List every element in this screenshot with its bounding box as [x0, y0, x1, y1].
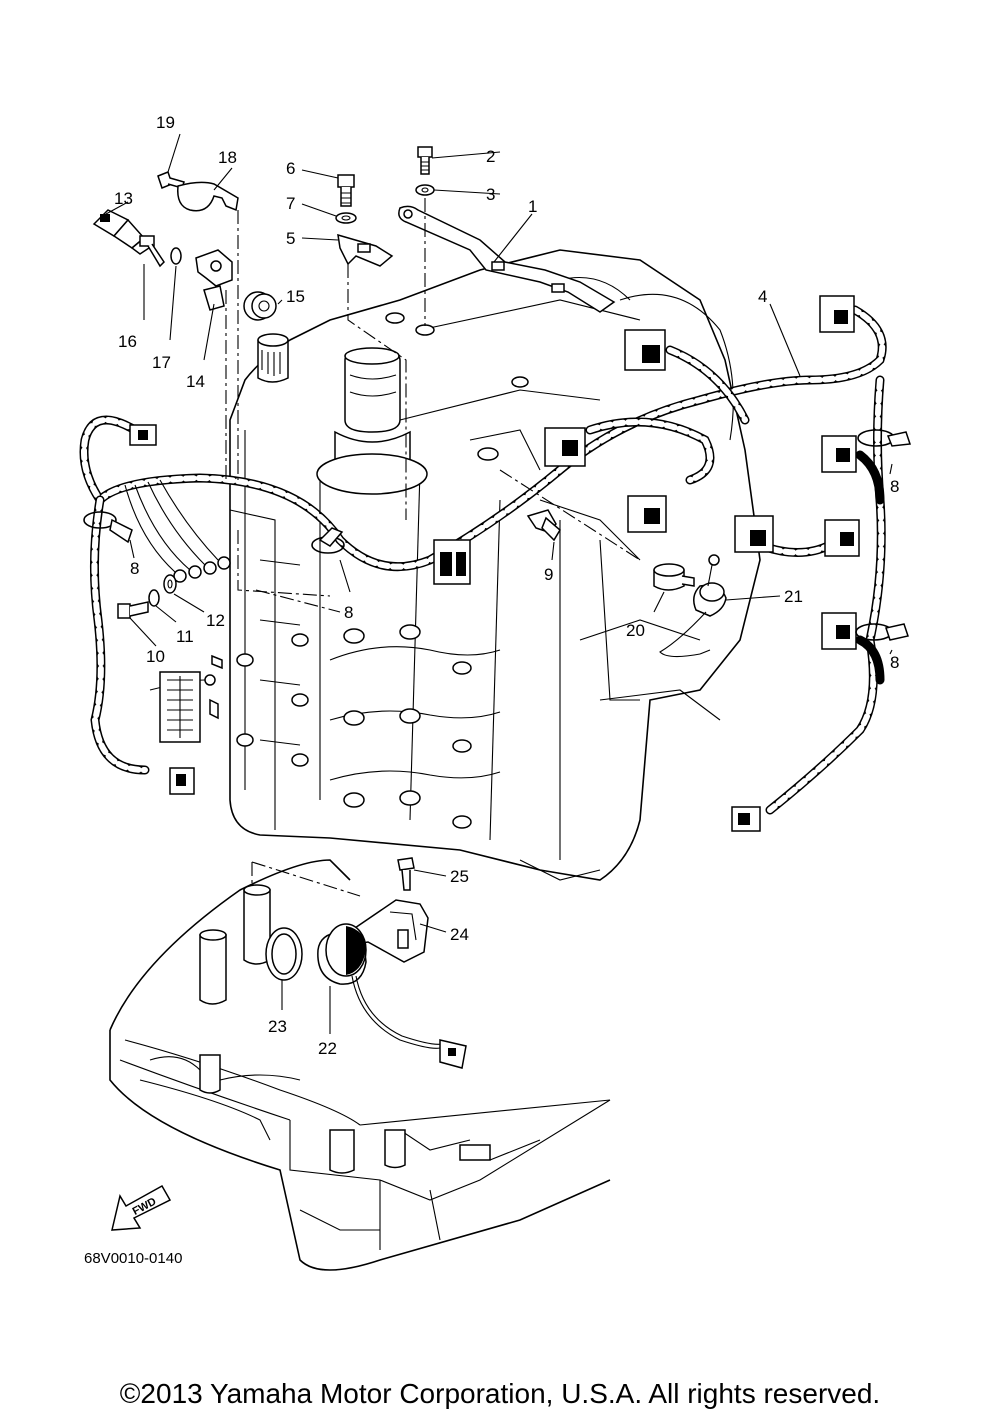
part-1-bracket: [398, 205, 616, 313]
callout-2: 2: [486, 147, 495, 166]
callout-13: 13: [114, 189, 133, 208]
callout-23: 23: [268, 1017, 287, 1036]
callout-21: 21: [784, 587, 803, 606]
connectors: [129, 295, 860, 832]
callout-7: 7: [286, 194, 295, 213]
callout-17: 17: [152, 353, 171, 372]
callout-4: 4: [758, 287, 767, 306]
part-20-switch: [653, 563, 695, 591]
part-21-sensor: [659, 554, 727, 658]
callout-18: 18: [218, 148, 237, 167]
callout-8c: 8: [890, 477, 899, 496]
part-25-bolt: [397, 857, 415, 891]
part-11-washer: [148, 589, 160, 607]
callout-8a: 8: [130, 559, 139, 578]
part-12-spacer: [163, 574, 177, 594]
part-10-bolt: [117, 601, 149, 619]
part-3-washer: [415, 184, 435, 196]
callout-11: 11: [176, 627, 194, 646]
leader-lines: [105, 133, 893, 1034]
part-19-bolt: [157, 171, 185, 189]
callout-19: 19: [156, 113, 175, 132]
callout-24: 24: [450, 925, 469, 944]
callout-15: 15: [286, 287, 305, 306]
callout-3: 3: [486, 185, 495, 204]
callout-10: 10: [146, 647, 165, 666]
exploded-parts-diagram: FWD 1 2 3 4 5 6 7 8 8 8 8 9 10 11 12 13 …: [79, 113, 912, 1271]
callout-labels: 1 2 3 4 5 6 7 8 8 8 8 9 10 11 12 13 14 1…: [114, 113, 899, 1058]
callout-6: 6: [286, 159, 295, 178]
part-2-bolt: [417, 146, 433, 175]
diagram-code: 68V0010-0140: [84, 1250, 183, 1267]
part-13-sensor: [92, 209, 154, 255]
part-16-bolt: [139, 235, 165, 268]
callout-22: 22: [318, 1039, 337, 1058]
callout-9: 9: [544, 565, 553, 584]
part-23-o-ring: [265, 927, 303, 981]
part-9-clip: [526, 509, 561, 542]
callout-25: 25: [450, 867, 469, 886]
fwd-arrow-icon: FWD: [111, 1184, 172, 1231]
callout-5: 5: [286, 229, 295, 248]
part-15-grommet: [243, 291, 277, 321]
part-22-plug: [317, 923, 467, 1069]
fwd-label: FWD: [131, 1196, 159, 1218]
callout-1: 1: [528, 197, 537, 216]
bottom-cowling: [109, 859, 611, 1271]
callout-12: 12: [206, 611, 225, 630]
callout-14: 14: [186, 372, 205, 391]
part-6-bolt: [337, 174, 355, 207]
part-5-holder: [337, 233, 394, 267]
callout-20: 20: [626, 621, 645, 640]
engine-block: [229, 249, 761, 881]
part-14-bracket: [195, 249, 233, 311]
callout-8d: 8: [890, 653, 899, 672]
callout-16: 16: [118, 332, 137, 351]
part-7-washer: [335, 212, 357, 224]
part-17-washer: [170, 247, 182, 265]
part-18-clamp: [177, 181, 239, 212]
copyright-notice: ©2013 Yamaha Motor Corporation, U.S.A. A…: [119, 1378, 881, 1409]
harness-clamps: [83, 429, 912, 641]
callout-8b: 8: [344, 603, 353, 622]
